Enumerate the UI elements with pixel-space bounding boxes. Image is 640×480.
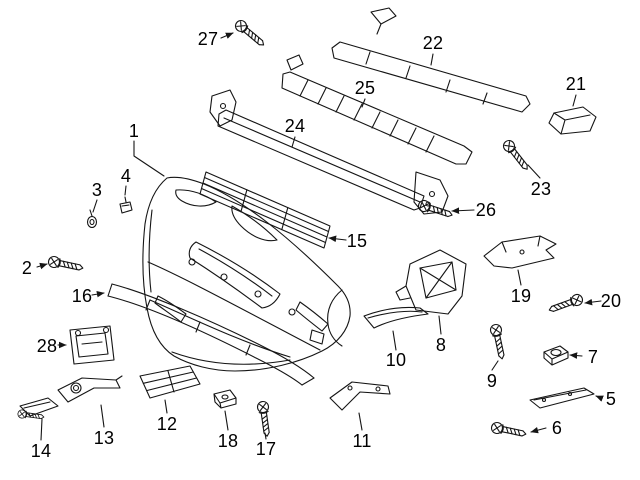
part-3-clip-drawing[interactable] xyxy=(86,209,98,229)
leader-line-23 xyxy=(527,164,541,179)
part-label-8[interactable]: 8 xyxy=(435,335,447,355)
part-24-lower-reinforcement-drawing[interactable] xyxy=(209,89,449,215)
part-label-11[interactable]: 11 xyxy=(352,431,372,451)
part-label-26[interactable]: 26 xyxy=(475,200,497,220)
leader-line-13 xyxy=(100,404,105,428)
part-28-license-bracket-drawing[interactable] xyxy=(69,325,115,365)
part-label-5[interactable]: 5 xyxy=(605,389,617,409)
leader-line-18 xyxy=(224,410,229,431)
leader-line-15 xyxy=(328,235,347,243)
part-label-15[interactable]: 15 xyxy=(346,231,368,251)
leader-line-1 xyxy=(133,140,165,177)
part-label-10[interactable]: 10 xyxy=(385,350,407,370)
leader-line-11 xyxy=(358,412,363,431)
part-27-screw-drawing[interactable] xyxy=(232,17,268,50)
part-26-screw-drawing[interactable] xyxy=(416,198,455,221)
leader-line-26 xyxy=(451,207,475,214)
part-label-4[interactable]: 4 xyxy=(120,166,132,186)
part-7-nut-drawing[interactable] xyxy=(543,345,569,366)
part-label-13[interactable]: 13 xyxy=(93,428,115,448)
part-20-screw-drawing[interactable] xyxy=(546,292,585,316)
leader-line-10 xyxy=(392,330,397,351)
leader-line-27 xyxy=(220,32,234,39)
part-14-bracket-drawing[interactable] xyxy=(16,397,59,422)
part-19-bracket-drawing[interactable] xyxy=(483,235,557,269)
leader-line-7 xyxy=(569,352,583,359)
part-label-9[interactable]: 9 xyxy=(486,371,498,391)
part-10-trim-strip-drawing[interactable] xyxy=(363,306,429,329)
part-22-upper-reinforcement-drawing[interactable] xyxy=(331,7,531,113)
leader-line-21 xyxy=(572,94,577,107)
leader-line-16 xyxy=(91,290,105,298)
part-4-clip-drawing[interactable] xyxy=(119,196,133,214)
part-label-16[interactable]: 16 xyxy=(71,286,93,306)
part-label-1[interactable]: 1 xyxy=(128,121,140,141)
leader-lines xyxy=(36,32,604,441)
leader-line-9 xyxy=(491,360,499,371)
part-5-trim-strip-drawing[interactable] xyxy=(529,387,595,409)
part-label-25[interactable]: 25 xyxy=(354,78,376,98)
part-label-14[interactable]: 14 xyxy=(30,441,52,461)
part-6-bolt-drawing[interactable] xyxy=(489,420,528,441)
part-label-20[interactable]: 20 xyxy=(600,291,622,311)
part-16-front-spoiler-drawing[interactable] xyxy=(107,283,315,386)
part-label-22[interactable]: 22 xyxy=(422,33,444,53)
part-label-3[interactable]: 3 xyxy=(91,180,103,200)
part-label-23[interactable]: 23 xyxy=(530,179,552,199)
part-21-bracket-drawing[interactable] xyxy=(548,106,597,135)
leader-line-20 xyxy=(584,298,602,306)
part-11-bracket-drawing[interactable] xyxy=(329,381,391,411)
part-12-vent-grille-drawing[interactable] xyxy=(139,365,201,399)
part-label-19[interactable]: 19 xyxy=(510,286,532,306)
part-23-screw-drawing[interactable] xyxy=(500,137,533,174)
leader-line-8 xyxy=(438,315,442,335)
leader-line-6 xyxy=(530,426,547,434)
part-15-center-grille-drawing[interactable] xyxy=(199,171,331,249)
part-9-bolt-drawing[interactable] xyxy=(488,322,509,361)
leader-line-4 xyxy=(124,185,127,196)
leader-line-14 xyxy=(40,418,43,441)
part-label-2[interactable]: 2 xyxy=(21,258,33,278)
part-label-27[interactable]: 27 xyxy=(197,29,219,49)
part-label-6[interactable]: 6 xyxy=(551,418,563,438)
leader-line-25 xyxy=(361,98,366,108)
part-13-bracket-drawing[interactable] xyxy=(57,375,123,403)
part-2-screw-drawing[interactable] xyxy=(46,254,85,275)
part-label-18[interactable]: 18 xyxy=(217,431,239,451)
leader-line-2 xyxy=(36,262,48,270)
leader-line-22 xyxy=(430,53,434,66)
part-18-clip-drawing[interactable] xyxy=(213,389,237,409)
part-1-bumper-cover-drawing[interactable] xyxy=(142,176,351,372)
part-label-24[interactable]: 24 xyxy=(284,116,306,136)
part-label-12[interactable]: 12 xyxy=(156,414,178,434)
leader-line-19 xyxy=(517,269,522,286)
part-8-bracket-drawing[interactable] xyxy=(395,249,467,315)
leader-line-5 xyxy=(595,395,604,402)
leader-line-12 xyxy=(164,399,168,414)
part-label-17[interactable]: 17 xyxy=(255,439,277,459)
part-25-impact-absorber-drawing[interactable] xyxy=(281,54,473,165)
leader-line-24 xyxy=(291,136,296,148)
part-17-screw-drawing[interactable] xyxy=(256,400,274,438)
leader-line-3 xyxy=(92,199,98,213)
leader-line-17 xyxy=(264,432,267,440)
part-label-28[interactable]: 28 xyxy=(36,336,58,356)
part-label-7[interactable]: 7 xyxy=(587,347,599,367)
part-label-21[interactable]: 21 xyxy=(565,74,587,94)
